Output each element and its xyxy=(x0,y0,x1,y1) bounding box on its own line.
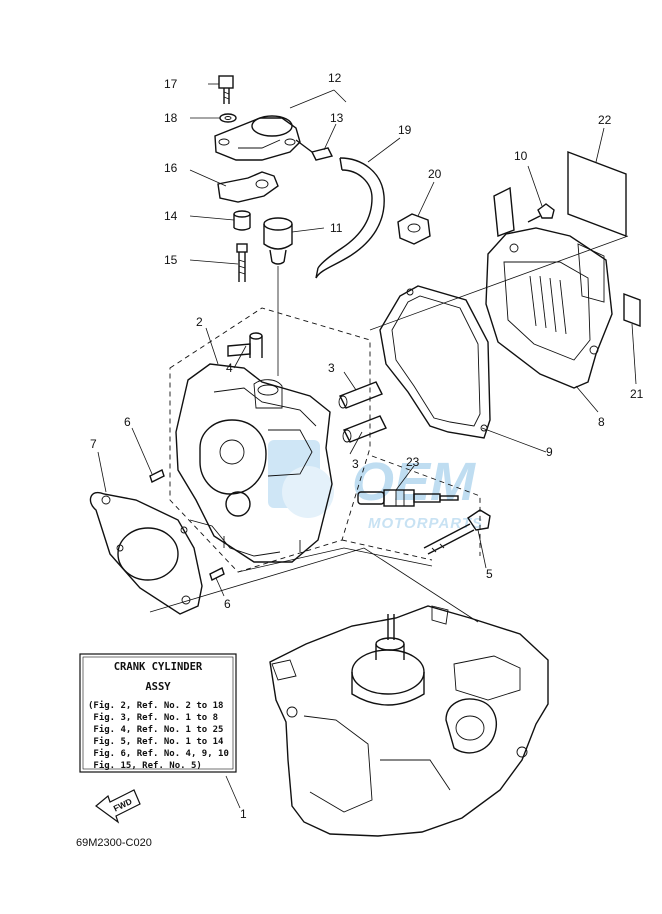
washer-18 xyxy=(219,113,237,123)
callout-19: 19 xyxy=(398,123,412,137)
hose-19-outer xyxy=(315,157,385,279)
bolt-10 xyxy=(527,203,555,223)
assy-title: CRANK CYLINDER xyxy=(114,661,203,673)
dowel-pin-3-lower xyxy=(342,415,387,443)
thermostat-11 xyxy=(263,217,293,265)
callout-21: 21 xyxy=(630,387,644,401)
head-gasket-7 xyxy=(89,491,203,615)
assy-note-box: CRANK CYLINDER ASSY (Fig. 2, Ref. No. 2 … xyxy=(79,653,237,773)
fwd-arrow-icon: FWD xyxy=(95,789,141,824)
cover-gasket-9 xyxy=(379,285,491,439)
callout-6-upper: 6 xyxy=(124,415,131,429)
label-22 xyxy=(567,150,627,238)
callout-1: 1 xyxy=(240,807,247,821)
callout-20: 20 xyxy=(428,167,442,181)
watermark-circle xyxy=(282,466,334,518)
callout-3-lower: 3 xyxy=(352,457,359,471)
callout-15: 15 xyxy=(164,253,178,267)
callout-12: 12 xyxy=(328,71,342,85)
crankcase-block-1 xyxy=(269,605,549,837)
fitting-4 xyxy=(227,332,263,358)
pin-6-lower xyxy=(209,567,225,581)
drawing-number: 69M2300-C020 xyxy=(76,837,152,849)
bolt-17-head xyxy=(218,75,234,89)
callout-2: 2 xyxy=(196,315,203,329)
assy-line-3: Fig. 4, Ref. No. 1 to 25 xyxy=(88,724,223,735)
callout-22: 22 xyxy=(598,113,612,127)
bolt-5 xyxy=(423,509,491,555)
callout-18: 18 xyxy=(164,111,178,125)
nipple-13 xyxy=(310,147,334,161)
callout-numbers: 17 18 16 14 15 12 13 11 19 20 10 22 21 8… xyxy=(90,71,644,821)
callout-8: 8 xyxy=(598,415,605,429)
spark-plug-23 xyxy=(357,489,459,507)
callout-11: 11 xyxy=(330,221,343,235)
callout-23: 23 xyxy=(406,455,420,469)
thermostat-cover xyxy=(214,75,334,161)
watermark-sub: MOTORPARTS xyxy=(368,515,483,532)
callout-4: 4 xyxy=(226,361,233,375)
assy-line-6: Fig. 15, Ref. No. 5) xyxy=(88,760,202,771)
callout-5: 5 xyxy=(486,567,493,581)
callout-9: 9 xyxy=(546,445,553,459)
bolt-15 xyxy=(236,243,248,282)
cylinder-2 xyxy=(175,363,333,563)
assy-line-5: Fig. 6, Ref. No. 4, 9, 10 xyxy=(88,748,229,759)
leader-lines xyxy=(97,83,637,809)
callout-14: 14 xyxy=(164,209,178,223)
callout-17: 17 xyxy=(164,77,178,91)
dowel-pin-3-upper xyxy=(338,381,383,409)
cylinder-cover-8 xyxy=(485,186,613,389)
callout-16: 16 xyxy=(164,161,178,175)
gasket-16 xyxy=(217,171,279,203)
callout-3-upper: 3 xyxy=(328,361,335,375)
pin-6-upper xyxy=(149,469,165,483)
callout-7: 7 xyxy=(90,437,97,451)
assy-line-4: Fig. 5, Ref. No. 1 to 14 xyxy=(88,736,224,747)
thermostat-cover-12 xyxy=(214,117,301,161)
assy-line-1: (Fig. 2, Ref. No. 2 to 18 xyxy=(88,700,223,711)
clamp-20 xyxy=(397,213,431,245)
assy-line-2: Fig. 3, Ref. No. 1 to 8 xyxy=(88,712,218,723)
label-21 xyxy=(623,292,641,328)
collar-14 xyxy=(233,210,251,231)
cylinder-group-frame xyxy=(169,307,371,573)
watermark: OEM MOTORPARTS xyxy=(268,440,483,532)
callout-10: 10 xyxy=(514,149,528,163)
callout-13: 13 xyxy=(330,111,344,125)
callout-6-lower: 6 xyxy=(224,597,231,611)
assy-subtitle: ASSY xyxy=(145,681,171,693)
